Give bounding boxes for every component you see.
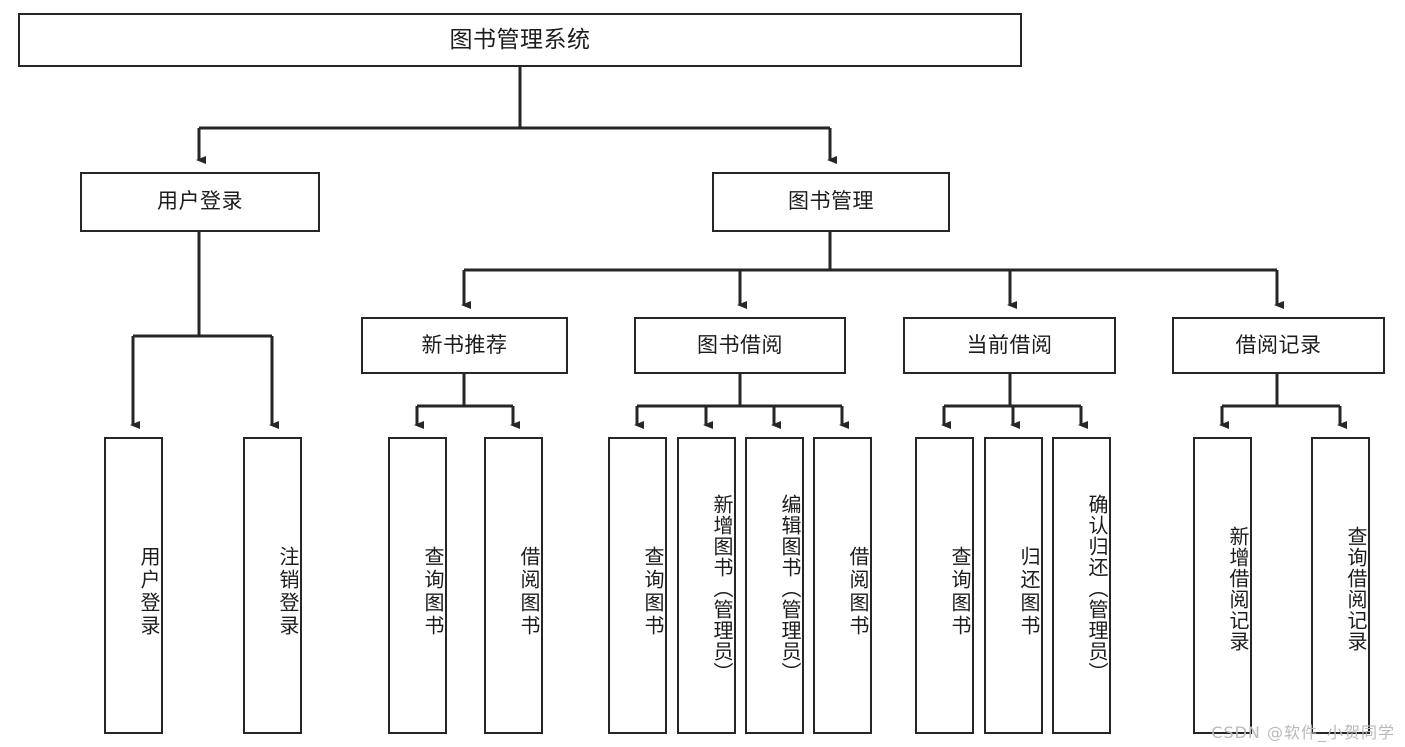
node-new-book-recommend[interactable]: 新书推荐: [361, 317, 568, 374]
csdn-watermark: CSDN @软件_小贺同学: [1211, 723, 1395, 742]
node-book-borrow[interactable]: 图书借阅: [634, 317, 846, 374]
node-current-borrow[interactable]: 当前借阅: [903, 317, 1116, 374]
leaf-book-borrow-add-book-admin[interactable]: 新增图书（管理员）: [677, 437, 736, 734]
leaf-user-login-signout[interactable]: 注销登录: [243, 437, 302, 734]
node-book-management[interactable]: 图书管理: [712, 172, 950, 232]
leaf-borrow-record-add-record[interactable]: 新增借阅记录: [1193, 437, 1252, 734]
leaf-current-borrow-confirm-return-admin[interactable]: 确认归还（管理员）: [1052, 437, 1111, 734]
leaf-book-borrow-edit-book-admin[interactable]: 编辑图书（管理员）: [745, 437, 804, 734]
node-user-login[interactable]: 用户登录: [80, 172, 320, 232]
node-borrow-record[interactable]: 借阅记录: [1172, 317, 1385, 374]
leaf-current-borrow-query-book[interactable]: 查询图书: [915, 437, 974, 734]
node-root-book-management-system[interactable]: 图书管理系统: [18, 13, 1022, 67]
leaf-book-borrow-borrow-book[interactable]: 借阅图书: [813, 437, 872, 734]
leaf-user-login-signin[interactable]: 用户登录: [104, 437, 163, 734]
leaf-book-borrow-query-book[interactable]: 查询图书: [608, 437, 667, 734]
leaf-new-book-query-book[interactable]: 查询图书: [388, 437, 447, 734]
leaf-current-borrow-return-book[interactable]: 归还图书: [984, 437, 1043, 734]
leaf-new-book-borrow-book[interactable]: 借阅图书: [484, 437, 543, 734]
leaf-borrow-record-query-record[interactable]: 查询借阅记录: [1311, 437, 1370, 734]
